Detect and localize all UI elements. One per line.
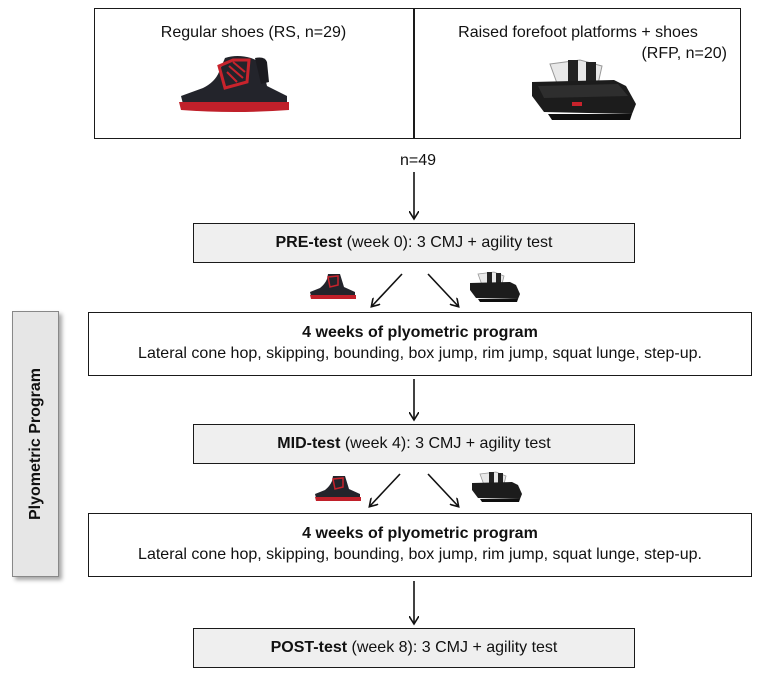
program-1-title: 4 weeks of plyometric program [302, 324, 538, 342]
arrow-mid-left [370, 473, 401, 506]
post-test-details: (week 8): 3 CMJ + agility test [347, 638, 558, 656]
pre-test-title: PRE-test [275, 233, 343, 251]
regular-shoe-icon [179, 56, 289, 112]
small-rfp-shoe-icon-2 [472, 471, 522, 502]
program-box-1: 4 weeks of plyometric program Lateral co… [88, 312, 752, 376]
rfp-shoe-icon [532, 59, 636, 120]
rfp-group-label-line1: Raised forefoot platforms + shoes [458, 24, 698, 41]
groups-divider [413, 8, 415, 139]
program-2-title: 4 weeks of plyometric program [302, 525, 538, 543]
rs-group-label: Regular shoes (RS, n=29) [160, 24, 347, 41]
small-rfp-shoe-icon-1 [470, 271, 520, 302]
rfp-group-label-line2: (RFP, n=20) [641, 45, 727, 62]
post-test-box: POST-test (week 8): 3 CMJ + agility test [193, 628, 635, 668]
groups-box [94, 8, 741, 139]
mid-test-details: (week 4): 3 CMJ + agility test [340, 434, 551, 452]
program-box-2: 4 weeks of plyometric program Lateral co… [88, 513, 752, 577]
mid-test-box: MID-test (week 4): 3 CMJ + agility test [193, 424, 635, 464]
pre-test-details: (week 0): 3 CMJ + agility test [342, 233, 553, 251]
program-2-exercises: Lateral cone hop, skipping, bounding, bo… [138, 546, 702, 563]
arrow-pre-right [427, 273, 458, 306]
pre-test-box: PRE-test (week 0): 3 CMJ + agility test [193, 223, 635, 263]
plyometric-program-side-label: Plyometric Program [12, 311, 59, 577]
mid-test-title: MID-test [277, 434, 341, 452]
total-sample-label: n=49 [399, 152, 437, 169]
program-1-exercises: Lateral cone hop, skipping, bounding, bo… [138, 345, 702, 362]
small-regular-shoe-icon-1 [310, 274, 356, 299]
small-regular-shoe-icon-2 [315, 476, 361, 501]
arrow-pre-left [372, 273, 403, 306]
arrow-mid-right [427, 473, 458, 506]
post-test-title: POST-test [270, 638, 348, 656]
